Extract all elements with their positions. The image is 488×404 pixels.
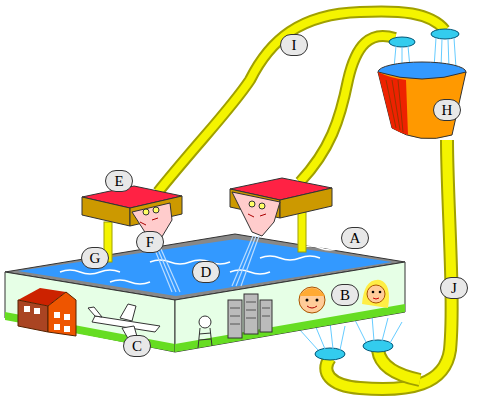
callout-letter: I: [280, 34, 308, 56]
callout-letter: A: [341, 227, 369, 249]
callout-letter: H: [433, 99, 461, 121]
callout-letter: E: [105, 170, 133, 192]
callout-letter: C: [123, 335, 151, 357]
callout-letter: G: [81, 247, 109, 269]
callout-letter: B: [331, 284, 359, 306]
callout-letter: J: [440, 277, 468, 299]
callout-letter: D: [192, 261, 220, 283]
callout-letter: F: [136, 231, 164, 253]
